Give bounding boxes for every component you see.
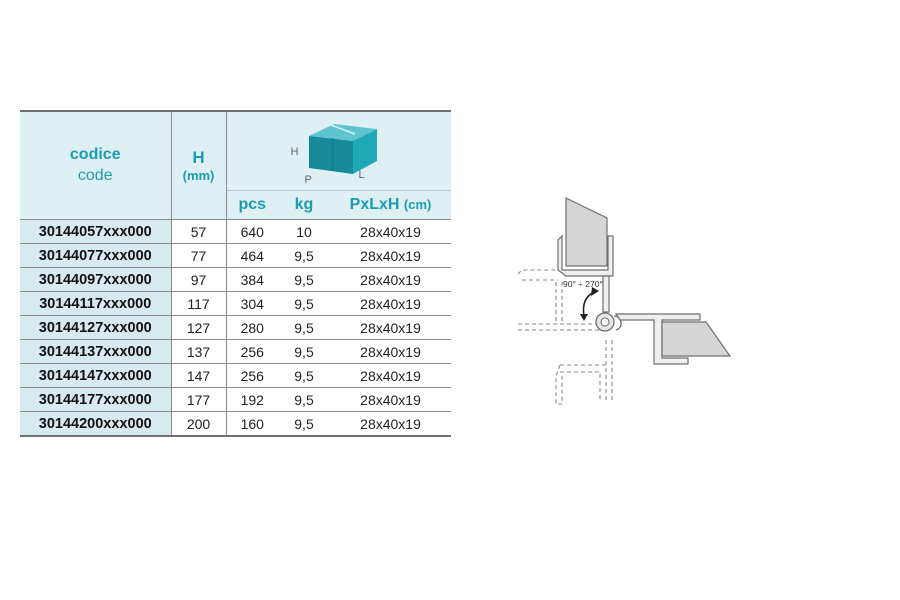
dashed-mid-horizontal	[518, 323, 600, 331]
row-code: 30144137xxx000	[20, 339, 172, 364]
table-row: 30144077xxx000 77 464 9,5 28x40x19	[20, 243, 452, 268]
rotation-arrow-icon	[582, 291, 595, 317]
height-column-header: H (mm)	[171, 110, 227, 220]
row-code: 30144077xxx000	[20, 243, 172, 268]
row-code: 30144147xxx000	[20, 363, 172, 388]
box-icon	[308, 124, 377, 174]
dashed-right-vertical	[605, 340, 613, 402]
dashed-left-vertical	[555, 282, 563, 324]
row-dims: 28x40x19	[330, 339, 452, 364]
right-panel	[661, 321, 732, 357]
pcs-header: pcs	[238, 196, 267, 213]
table-header-top: codice code H (mm) H P L	[20, 110, 452, 220]
row-code: 30144127xxx000	[20, 315, 172, 340]
row-kg: 9,5	[278, 315, 330, 340]
row-code: 30144057xxx000	[20, 219, 172, 244]
table-row: 30144137xxx000 137 256 9,5 28x40x19	[20, 339, 452, 364]
row-dims: 28x40x19	[330, 219, 452, 244]
rotation-arrowhead-top	[591, 287, 599, 296]
angle-label: 90° ÷ 270°	[563, 279, 603, 289]
row-height: 147	[171, 363, 227, 388]
row-code: 30144117xxx000	[20, 291, 172, 316]
table-row: 30144147xxx000 147 256 9,5 28x40x19	[20, 363, 452, 388]
hinge-clip	[613, 315, 622, 331]
box-label-h: H	[290, 146, 299, 158]
row-height: 127	[171, 315, 227, 340]
code-column-header: codice code	[20, 110, 172, 220]
row-code: 30144177xxx000	[20, 387, 172, 412]
table-row: 30144177xxx000 177 192 9,5 28x40x19	[20, 387, 452, 412]
row-pcs: 160	[226, 411, 278, 437]
height-label: H	[192, 147, 205, 167]
row-dims: 28x40x19	[330, 387, 452, 412]
profile-section-diagram: 90° ÷ 270°	[517, 197, 732, 405]
row-kg: 9,5	[278, 243, 330, 268]
upper-panel	[565, 197, 608, 267]
table-row: 30144117xxx000 117 304 9,5 28x40x19	[20, 291, 452, 316]
dims-label: PxLxH	[349, 196, 400, 213]
row-dims: 28x40x19	[330, 267, 452, 292]
row-kg: 10	[278, 219, 330, 244]
row-height: 137	[171, 339, 227, 364]
row-kg: 9,5	[278, 363, 330, 388]
row-dims: 28x40x19	[330, 291, 452, 316]
row-height: 177	[171, 387, 227, 412]
row-height: 97	[171, 267, 227, 292]
box-label-p: P	[304, 174, 312, 186]
height-unit: (mm)	[182, 167, 215, 183]
row-height: 77	[171, 243, 227, 268]
dashed-upper-left	[517, 269, 558, 281]
product-table: codice code H (mm) H P L pcs kg PxLxH (c…	[20, 110, 452, 437]
row-dims: 28x40x19	[330, 363, 452, 388]
row-kg: 9,5	[278, 387, 330, 412]
dashed-lower-profile	[555, 364, 607, 405]
row-pcs: 280	[226, 315, 278, 340]
row-kg: 9,5	[278, 267, 330, 292]
right-profile	[614, 313, 701, 365]
dims-unit: (cm)	[403, 197, 432, 212]
row-code: 30144097xxx000	[20, 267, 172, 292]
row-kg: 9,5	[278, 411, 330, 437]
hinge-inner	[600, 317, 610, 327]
row-pcs: 640	[226, 219, 278, 244]
row-pcs: 464	[226, 243, 278, 268]
row-pcs: 304	[226, 291, 278, 316]
row-code: 30144200xxx000	[20, 411, 172, 437]
box-label-l: L	[358, 169, 365, 181]
kg-header: kg	[294, 196, 314, 213]
table-row: 30144200xxx000 200 160 9,5 28x40x19	[20, 411, 452, 437]
table-row: 30144127xxx000 127 280 9,5 28x40x19	[20, 315, 452, 340]
row-dims: 28x40x19	[330, 243, 452, 268]
code-label-it: codice	[69, 145, 121, 163]
table-row: 30144057xxx000 57 640 10 28x40x19	[20, 219, 452, 244]
row-height: 200	[171, 411, 227, 437]
row-kg: 9,5	[278, 339, 330, 364]
row-dims: 28x40x19	[330, 411, 452, 437]
box-illustration-cell: H P L	[226, 110, 452, 191]
dims-header: PxLxH (cm)	[330, 191, 451, 220]
row-pcs: 384	[226, 267, 278, 292]
row-dims: 28x40x19	[330, 315, 452, 340]
row-pcs: 256	[226, 339, 278, 364]
table-row: 30144097xxx000 97 384 9,5 28x40x19	[20, 267, 452, 292]
row-kg: 9,5	[278, 291, 330, 316]
row-pcs: 192	[226, 387, 278, 412]
code-label-en: code	[77, 166, 113, 184]
row-height: 57	[171, 219, 227, 244]
main-vertical-profile	[602, 275, 610, 313]
upper-profile	[557, 234, 614, 277]
row-height: 117	[171, 291, 227, 316]
rotation-arrowhead-bottom	[580, 314, 588, 321]
row-pcs: 256	[226, 363, 278, 388]
